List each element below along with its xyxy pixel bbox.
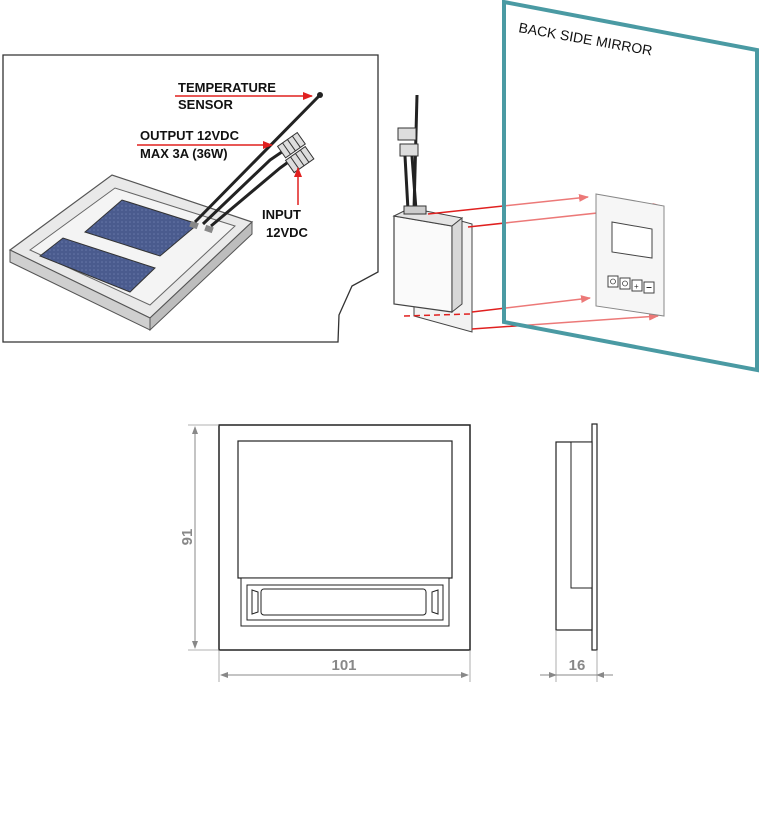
callout-cables xyxy=(193,92,323,228)
depth-dimension: 16 xyxy=(540,630,613,682)
output-line2: MAX 3A (36W) xyxy=(140,146,228,161)
height-dimension: 91 xyxy=(179,424,219,651)
temperature-sensor-line1: TEMPERATURE xyxy=(178,80,276,95)
height-value: 91 xyxy=(179,529,196,546)
width-value: 101 xyxy=(331,657,356,674)
output-label: OUTPUT 12VDC MAX 3A (36W) xyxy=(137,128,273,161)
temperature-sensor-label: TEMPERATURE SENSOR xyxy=(175,80,313,112)
input-line1: INPUT xyxy=(262,207,301,222)
temperature-sensor-line2: SENSOR xyxy=(178,97,234,112)
power-button-icon xyxy=(607,275,619,288)
side-view-drawing xyxy=(555,423,598,651)
controller-detail-illustration xyxy=(8,174,254,332)
input-line2: 12VDC xyxy=(266,225,309,240)
panel-buttons: + xyxy=(607,275,655,294)
display-screen xyxy=(611,221,653,259)
controller-unit-side xyxy=(392,94,473,333)
plus-button-icon xyxy=(631,279,643,292)
front-control-panel: + xyxy=(595,193,665,317)
input-label: INPUT 12VDC xyxy=(262,167,309,240)
mode-button-icon xyxy=(619,277,631,290)
front-view-drawing xyxy=(218,424,471,651)
depth-value: 16 xyxy=(569,657,586,674)
back-side-mirror: BACK SIDE MIRROR xyxy=(502,0,759,373)
svg-text:+: + xyxy=(634,282,639,291)
width-dimension: 101 xyxy=(218,650,471,682)
output-line1: OUTPUT 12VDC xyxy=(140,128,240,143)
